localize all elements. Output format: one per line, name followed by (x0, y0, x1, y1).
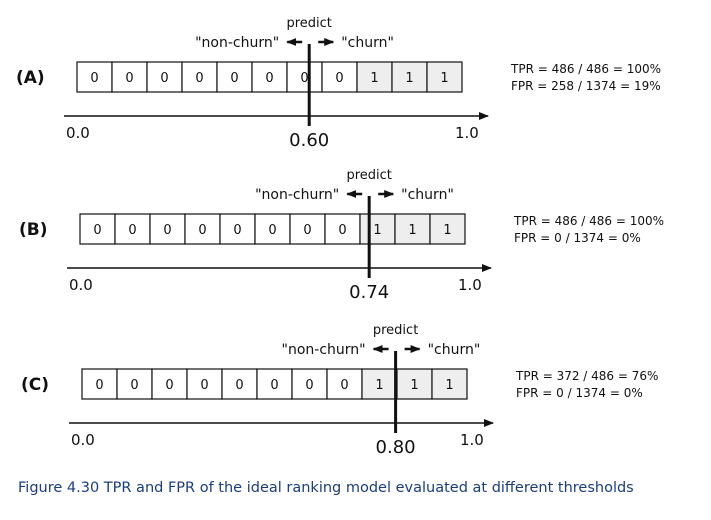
fpr-text: FPR = 0 / 1374 = 0% (514, 231, 641, 245)
score-cell-value: 1 (445, 378, 453, 393)
score-cell (251, 61, 288, 93)
score-cell-value: 0 (230, 71, 238, 86)
score-cell (396, 368, 433, 400)
score-cell (289, 213, 326, 245)
score-cell (151, 368, 188, 400)
score-cell-value: 0 (165, 378, 173, 393)
score-cell-value: 0 (198, 223, 206, 238)
score-cell-value: 0 (125, 71, 133, 86)
negative-class-label: "non-churn" (195, 35, 279, 51)
score-cell (216, 61, 253, 93)
score-cell-value: 1 (440, 71, 448, 86)
score-cell-value: 1 (375, 378, 383, 393)
score-cell-value: 0 (233, 223, 241, 238)
predict-label: predict (346, 168, 391, 183)
score-cell (326, 368, 363, 400)
score-cell-value: 0 (235, 378, 243, 393)
score-cell (81, 368, 118, 400)
score-cell (79, 213, 116, 245)
negative-class-label: "non-churn" (282, 342, 366, 358)
score-cell (321, 61, 358, 93)
score-cell (286, 61, 323, 93)
score-cell (116, 368, 153, 400)
axis-max-label: 1.0 (460, 431, 484, 449)
fpr-text: FPR = 0 / 1374 = 0% (516, 386, 643, 400)
score-cell-value: 0 (305, 378, 313, 393)
score-cell (291, 368, 328, 400)
panel-c: (C) 0 0 0 0 0 0 0 0 1 1 1 0.0 1.0 0.80 predict "non-chur… (21, 323, 658, 458)
score-cell-value: 1 (405, 71, 413, 86)
tpr-text: TPR = 486 / 486 = 100% (510, 62, 661, 76)
tpr-text: TPR = 372 / 486 = 76% (515, 369, 658, 383)
score-cell (431, 368, 468, 400)
score-cell-value: 0 (268, 223, 276, 238)
panel-label: (A) (16, 68, 45, 88)
score-cell-value: 1 (408, 223, 416, 238)
score-cell-value: 0 (335, 71, 343, 86)
positive-class-label: "churn" (428, 342, 481, 358)
score-cell-value: 0 (93, 223, 101, 238)
score-cell (76, 61, 113, 93)
score-cell-value: 1 (443, 223, 451, 238)
fpr-text: FPR = 258 / 1374 = 19% (511, 79, 661, 93)
axis-max-label: 1.0 (458, 276, 482, 294)
score-cell-value: 1 (370, 71, 378, 86)
score-cell (114, 213, 151, 245)
score-cell-value: 0 (95, 378, 103, 393)
score-cell (221, 368, 258, 400)
score-cell (361, 368, 398, 400)
score-cell-value: 0 (160, 71, 168, 86)
score-cell (146, 61, 183, 93)
score-cell-value: 0 (340, 378, 348, 393)
score-cell (111, 61, 148, 93)
predict-label: predict (286, 16, 331, 31)
score-cell-value: 0 (195, 71, 203, 86)
score-cell-value: 0 (265, 71, 273, 86)
score-cell-value: 0 (338, 223, 346, 238)
axis-min-label: 0.0 (71, 431, 95, 449)
panel-label: (C) (21, 375, 49, 395)
score-cell-value: 0 (270, 378, 278, 393)
negative-class-label: "non-churn" (255, 187, 339, 203)
positive-class-label: "churn" (341, 35, 394, 51)
score-cell-value: 0 (128, 223, 136, 238)
score-cell (394, 213, 431, 245)
score-cell (391, 61, 428, 93)
score-cell-value: 0 (200, 378, 208, 393)
panel-a: (A) 0 0 0 0 0 0 0 0 1 1 1 0.0 1.0 0.60 predict "non-chur… (16, 16, 661, 151)
panel-b: (B) 0 0 0 0 0 0 0 0 1 1 1 0.0 1.0 0.74 predict "non-chur… (19, 168, 664, 303)
score-cell-value: 0 (303, 223, 311, 238)
score-cell-value: 0 (300, 71, 308, 86)
threshold-value-label: 0.74 (349, 282, 389, 303)
score-cell (426, 61, 463, 93)
threshold-value-label: 0.80 (376, 437, 416, 458)
score-cell-value: 1 (373, 223, 381, 238)
axis-min-label: 0.0 (69, 276, 93, 294)
predict-label: predict (373, 323, 418, 338)
axis-max-label: 1.0 (455, 124, 479, 142)
panel-label: (B) (19, 220, 48, 240)
score-cell (356, 61, 393, 93)
score-cell-value: 0 (130, 378, 138, 393)
positive-class-label: "churn" (401, 187, 454, 203)
threshold-value-label: 0.60 (289, 130, 329, 151)
score-cell-value: 0 (90, 71, 98, 86)
score-cell-value: 0 (163, 223, 171, 238)
score-cell (429, 213, 466, 245)
tpr-text: TPR = 486 / 486 = 100% (513, 214, 664, 228)
figure-caption: Figure 4.30 TPR and FPR of the ideal ran… (18, 480, 634, 496)
score-cell-value: 1 (410, 378, 418, 393)
score-cell (186, 368, 223, 400)
axis-min-label: 0.0 (66, 124, 90, 142)
score-cell (324, 213, 361, 245)
